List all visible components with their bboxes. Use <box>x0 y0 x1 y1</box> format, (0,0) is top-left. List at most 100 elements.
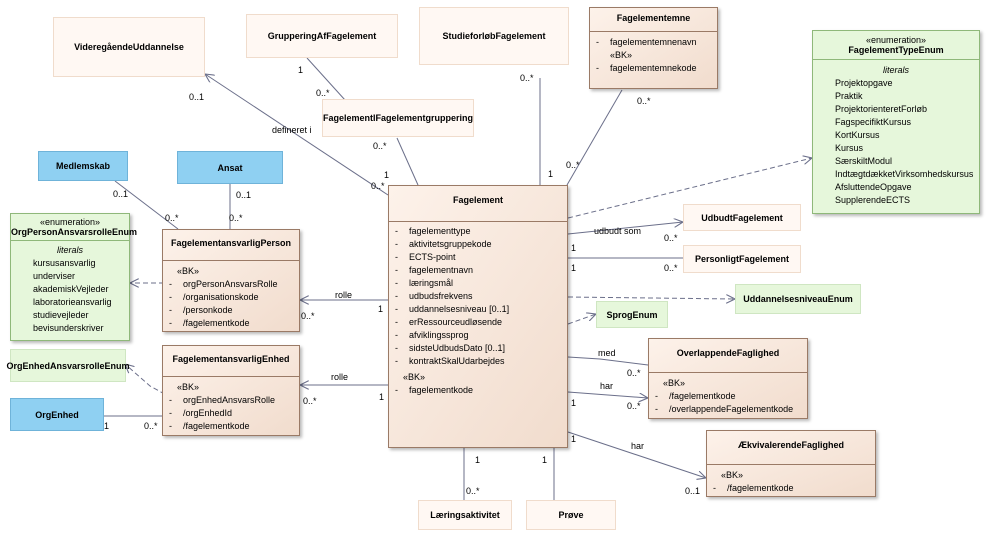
attribute: /fagelementkode <box>669 391 736 401</box>
class-aekvivalerende-faglighed[interactable]: ÆkvivalerendeFaglighed «BK» -/fagelement… <box>706 430 876 497</box>
enum-literal: Kursus <box>835 143 864 153</box>
multiplicity: 0..* <box>664 233 678 243</box>
multiplicity: 1 <box>378 304 384 314</box>
class-name: FagelementIFagelementgruppering <box>322 113 474 123</box>
enum-literal: underviser <box>33 271 76 281</box>
enum-literal: Projektopgave <box>835 78 893 88</box>
multiplicity: 0..* <box>627 401 641 411</box>
multiplicity: 1 <box>542 455 548 465</box>
class-name: Ansat <box>217 162 243 173</box>
bk-stereotype: «BK» <box>721 470 744 480</box>
multiplicity: 0..* <box>165 213 179 223</box>
enum-literal: laboratorieansvarlig <box>33 297 112 307</box>
class-fagelementansvarlig-person[interactable]: FagelementansvarligPerson «BK» -orgPerso… <box>162 229 300 332</box>
attribute: fagelementnavn <box>409 265 474 275</box>
class-personligt-fagelement[interactable]: PersonligtFagelement <box>683 245 801 273</box>
class-name: Læringsaktivitet <box>430 510 500 520</box>
class-name: FagelementansvarligEnhed <box>172 354 290 364</box>
multiplicity: 0..* <box>637 96 651 106</box>
enum-org-enhed-ansvarsrolle[interactable]: OrgEnhedAnsvarsrolleEnum <box>6 349 130 382</box>
bk-stereotype: «BK» <box>610 50 633 60</box>
multiplicity: 0..* <box>373 141 387 151</box>
class-videregaaende-uddannelse[interactable]: VideregåendeUddannelse <box>53 17 205 77</box>
assoc-label-har: har <box>631 441 645 451</box>
class-overlappende-faglighed[interactable]: OverlappendeFaglighed «BK» -/fagelementk… <box>648 338 808 419</box>
class-gruppering-af-fagelement[interactable]: GrupperingAfFagelement <box>246 14 398 58</box>
attribute: læringsmål <box>409 278 454 288</box>
class-name: Medlemskab <box>55 161 111 171</box>
enum-literal: FagspecifiktKursus <box>835 117 912 127</box>
attribute: /fagelementkode <box>183 318 250 328</box>
multiplicity: 0..1 <box>685 486 701 496</box>
literals-header: literals <box>882 65 909 75</box>
enum-org-person-ansvarsrolle[interactable]: «enumeration» OrgPersonAnsvarsrolleEnum … <box>10 213 138 341</box>
multiplicity: 0..* <box>229 213 243 223</box>
class-name: UdbudtFagelement <box>701 212 783 223</box>
class-laeringsaktivitet[interactable]: Læringsaktivitet <box>418 500 512 530</box>
class-name: OrgEnhed <box>35 409 79 420</box>
stereotype: «enumeration» <box>39 217 101 227</box>
bk-stereotype: «BK» <box>663 378 686 388</box>
attribute: /orgEnhedId <box>183 408 233 418</box>
multiplicity: 1 <box>571 243 577 253</box>
class-udbudt-fagelement[interactable]: UdbudtFagelement <box>683 204 801 231</box>
multiplicity: 1 <box>379 392 385 402</box>
class-name: Prøve <box>558 510 584 520</box>
enum-literal: IndtægtdækketVirksomhedskursus <box>835 169 974 179</box>
assoc-label-med: med <box>598 348 616 358</box>
class-medlemskab[interactable]: Medlemskab <box>38 151 128 181</box>
class-name: UddannelsesniveauEnum <box>743 294 853 304</box>
attribute: fagelementtype <box>409 226 471 236</box>
class-name: FagelementTypeEnum <box>848 45 944 55</box>
class-orgenhed[interactable]: OrgEnhed <box>10 398 104 431</box>
enum-literal: KortKursus <box>835 130 880 140</box>
attribute: kontraktSkalUdarbejdes <box>409 356 505 366</box>
class-fagelementansvarlig-enhed[interactable]: FagelementansvarligEnhed «BK» -orgEnhedA… <box>162 345 300 436</box>
multiplicity: 1 <box>571 398 577 408</box>
enum-literal: kursusansvarlig <box>33 258 96 268</box>
literals-header: literals <box>56 245 83 255</box>
attribute: sidsteUdbudsDato [0..1] <box>409 343 506 353</box>
multiplicity: 0..* <box>371 181 385 191</box>
class-name: SprogEnum <box>606 309 658 320</box>
class-name: ÆkvivalerendeFaglighed <box>737 440 845 450</box>
assoc-label-rolle: rolle <box>335 290 353 300</box>
class-fagelement-i-fagelementgruppering[interactable]: FagelementIFagelementgruppering <box>322 99 474 137</box>
enum-literal: bevisunderskriver <box>33 323 104 333</box>
attribute: udbudsfrekvens <box>409 291 473 301</box>
class-name: PersonligtFagelement <box>694 254 790 264</box>
enum-sprog[interactable]: SprogEnum <box>596 301 668 328</box>
multiplicity: 0..* <box>301 311 315 321</box>
class-proeve[interactable]: Prøve <box>526 500 616 530</box>
multiplicity: 0..* <box>566 160 580 170</box>
attribute: orgEnhedAnsvarsRolle <box>183 395 276 405</box>
class-name: FagelementansvarligPerson <box>170 238 292 248</box>
attribute: /fagelementkode <box>183 421 250 431</box>
class-ansat[interactable]: Ansat <box>177 151 283 184</box>
attribute: fagelementemnenavn <box>610 37 697 47</box>
multiplicity: 0..1 <box>236 190 252 200</box>
class-name: OrgPersonAnsvarsrolleEnum <box>11 227 138 237</box>
class-studieforloeb-fagelement[interactable]: StudieforløbFagelement <box>419 7 569 65</box>
enum-literal: akademiskVejleder <box>33 284 109 294</box>
class-fagelement[interactable]: Fagelement -fagelementtype -aktivitetsgr… <box>388 185 568 448</box>
enum-uddannelsesniveau[interactable]: UddannelsesniveauEnum <box>735 284 861 314</box>
multiplicity: 1 <box>571 434 577 444</box>
multiplicity: 0..* <box>316 88 330 98</box>
class-fagelementemne[interactable]: Fagelementemne -fagelementemnenavn «BK» … <box>589 7 718 89</box>
multiplicity: 0..1 <box>189 92 205 102</box>
enum-literal: SupplerendeECTS <box>835 195 911 205</box>
stereotype: «enumeration» <box>865 35 927 45</box>
attribute: fagelementemnekode <box>610 63 697 73</box>
multiplicity: 1 <box>384 170 390 180</box>
class-name: Fagelementemne <box>616 13 691 23</box>
enum-fagelement-type[interactable]: «enumeration» FagelementTypeEnum literal… <box>812 30 980 214</box>
class-name: VideregåendeUddannelse <box>74 42 184 52</box>
multiplicity: 1 <box>571 263 577 273</box>
attribute: /fagelementkode <box>727 483 794 493</box>
multiplicity: 0..1 <box>113 189 129 199</box>
assoc-label-rolle: rolle <box>331 372 349 382</box>
multiplicity: 1 <box>475 455 481 465</box>
multiplicity: 0..* <box>520 73 534 83</box>
